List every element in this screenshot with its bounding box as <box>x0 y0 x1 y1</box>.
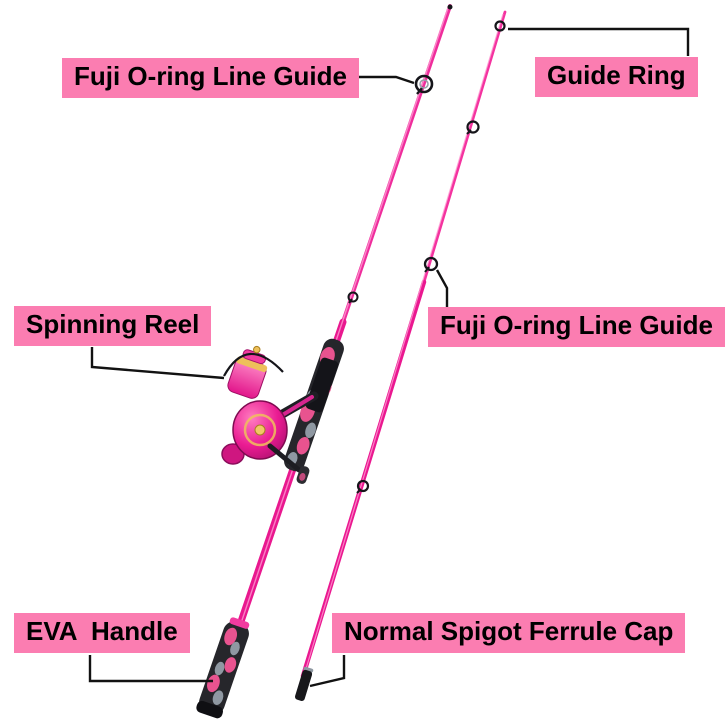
line-guide-tip-1 <box>466 120 480 135</box>
reel-spool <box>227 345 268 399</box>
label-normal-spigot-ferrule-cap: Normal Spigot Ferrule Cap <box>332 613 686 653</box>
label-fuji-oring-line-guide-top: Fuji O-ring Line Guide <box>62 58 359 98</box>
rod-tip-top <box>447 4 453 10</box>
label-eva-handle: EVA Handle <box>14 613 190 653</box>
spinning-reel-illustration <box>221 345 319 484</box>
callout-line-fuji-mid <box>435 269 449 307</box>
callout-line-eva-handle <box>88 655 213 683</box>
label-spinning-reel: Spinning Reel <box>14 306 212 346</box>
butt-cap <box>196 700 224 719</box>
callout-line-fuji-top <box>357 75 415 85</box>
callout-line-ferrule-cap <box>309 655 346 688</box>
fuji-oring-line-guide-mid <box>423 256 439 273</box>
label-guide-ring: Guide Ring <box>535 57 698 97</box>
callout-line-spinning-reel <box>90 347 225 380</box>
reel-handle-knob <box>296 466 310 484</box>
small-line-guide-butt-section <box>347 291 359 304</box>
guide-ring-tip <box>494 20 506 32</box>
reel-bail-wire <box>223 352 284 377</box>
ferrule-cap-illustration <box>294 666 314 701</box>
callout-line-guide-ring <box>508 27 690 56</box>
reel-handle-arm <box>267 443 302 473</box>
eva-handle-illustration <box>196 617 250 719</box>
fuji-oring-line-guide-top <box>414 74 434 95</box>
label-fuji-oring-line-guide-mid: Fuji O-ring Line Guide <box>428 307 725 347</box>
line-guide-tip-3 <box>356 479 370 494</box>
